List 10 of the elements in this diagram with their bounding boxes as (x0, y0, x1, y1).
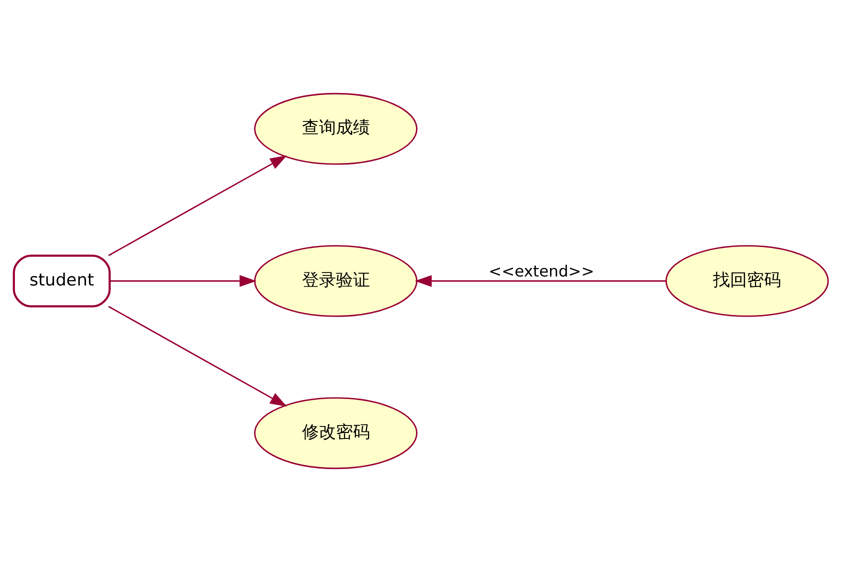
arrow (108, 306, 288, 407)
node-box: student (12, 254, 111, 308)
arrow (108, 155, 288, 256)
node-ellipse: 找回密码 (665, 245, 829, 317)
node-ellipse: 登录验证 (254, 245, 418, 317)
arrow (110, 275, 257, 287)
node-ellipse: 查询成绩 (254, 92, 418, 165)
edge-label: <<extend>> (488, 262, 594, 280)
arrow (414, 275, 666, 287)
node-ellipse: 修改密码 (254, 397, 418, 470)
